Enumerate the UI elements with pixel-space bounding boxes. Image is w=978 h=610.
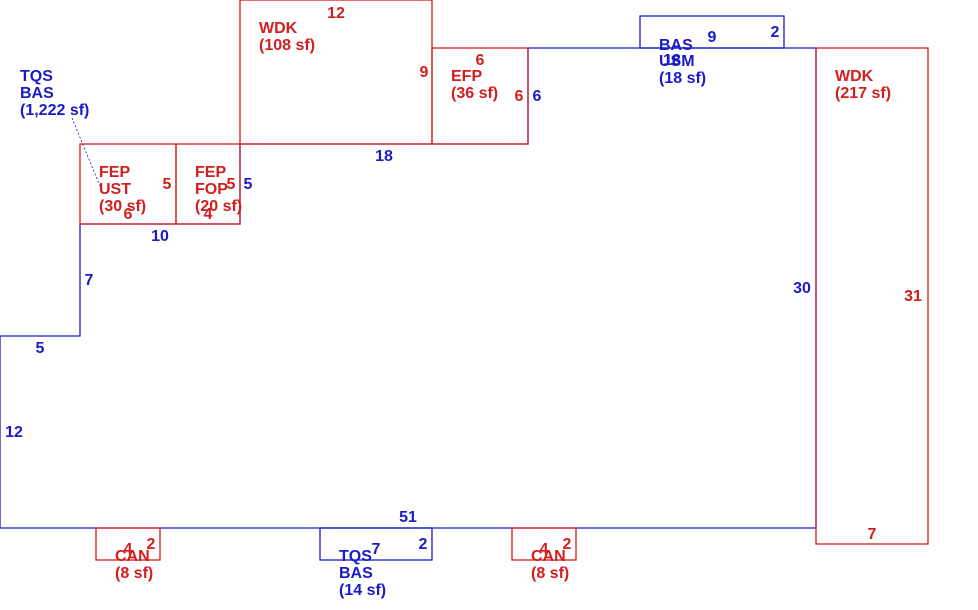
area-label-main-tqs: TQS BAS (1,222 sf) <box>20 68 89 119</box>
area-sub: BAS <box>339 565 373 582</box>
dim-main-12: 12 <box>5 424 23 441</box>
can-left-outline <box>95 527 161 561</box>
dim-bas-height: 2 <box>771 24 780 41</box>
dim-can-left-height: 2 <box>147 536 156 553</box>
area-label-efp: EFP (36 sf) <box>451 68 498 102</box>
dim-main-5b: 5 <box>36 340 45 357</box>
dim-bas-width: 9 <box>708 29 717 46</box>
area-size: (14 sf) <box>339 582 386 599</box>
dim-can-right-height: 2 <box>563 536 572 553</box>
dim-can-right-width: 4 <box>540 541 549 558</box>
area-size: (30 sf) <box>99 198 146 215</box>
area-code: TQS <box>339 548 372 565</box>
area-code: WDK <box>259 20 298 37</box>
area-label-can-right: CAN (8 sf) <box>531 548 569 582</box>
dim-wdk-right-width: 7 <box>868 526 877 543</box>
dim-wdk-top-width: 12 <box>327 5 345 22</box>
dim-fep-right-height: 5 <box>227 176 236 193</box>
dim-tqs-bottom-width: 7 <box>372 541 381 558</box>
dim-main-10: 10 <box>151 228 169 245</box>
dim-tqs-bottom-height: 2 <box>419 536 428 553</box>
area-label-fep-right: FEP FOP (20 sf) <box>195 164 242 215</box>
dim-can-left-width: 4 <box>124 541 133 558</box>
area-sub: BAS <box>20 85 54 102</box>
area-sub: UST <box>99 181 131 198</box>
wdk-right-outline <box>815 47 929 545</box>
dim-efp-height: 6 <box>515 88 524 105</box>
dim-main-51: 51 <box>399 509 417 526</box>
area-label-tqs-bottom: TQS BAS (14 sf) <box>339 548 386 599</box>
dimension-labels: 12 9 18 6 6 6 9 2 18 30 31 7 5 6 5 4 5 1… <box>5 5 922 558</box>
area-code: EFP <box>451 68 482 85</box>
dim-wdk-top-height: 9 <box>420 64 429 81</box>
area-label-wdk-right: WDK (217 sf) <box>835 68 891 102</box>
fep-right-outline <box>175 143 241 225</box>
dim-fep-left-width: 6 <box>124 206 133 223</box>
main-building-outline <box>0 47 817 529</box>
tqs-bottom-outline <box>319 527 433 561</box>
dim-efp-width: 6 <box>476 52 485 69</box>
area-code: TQS <box>20 68 53 85</box>
area-code: FEP <box>99 164 130 181</box>
dim-main-30: 30 <box>793 280 811 297</box>
dim-main-18: 18 <box>375 148 393 165</box>
tqs-leader-line <box>71 117 101 187</box>
area-sub: USM <box>659 53 695 70</box>
area-size: (20 sf) <box>195 198 242 215</box>
area-code: FEP <box>195 164 226 181</box>
dim-main-7: 7 <box>85 272 94 289</box>
area-size: (18 sf) <box>659 70 706 87</box>
area-code: CAN <box>531 548 566 565</box>
area-label-fep-left: FEP UST (30 sf) <box>99 164 146 215</box>
area-label-bas-top: BAS USM (18 sf) <box>659 37 706 87</box>
area-label-can-left: CAN (8 sf) <box>115 548 153 582</box>
can-right-outline <box>511 527 577 561</box>
dim-bas-overlap: 18 <box>663 52 681 69</box>
efp-outline <box>431 47 529 145</box>
area-size: (36 sf) <box>451 85 498 102</box>
dim-fep-right-width: 4 <box>204 206 213 223</box>
area-code: BAS <box>659 37 693 54</box>
dim-main-5a: 5 <box>244 176 253 193</box>
area-size: (8 sf) <box>115 565 153 582</box>
area-code: CAN <box>115 548 150 565</box>
dim-main-6: 6 <box>533 88 542 105</box>
area-size: (217 sf) <box>835 85 891 102</box>
area-size: (108 sf) <box>259 37 315 54</box>
area-label-wdk-top: WDK (108 sf) <box>259 20 315 54</box>
area-sub: FOP <box>195 181 228 198</box>
area-size: (1,222 sf) <box>20 102 89 119</box>
area-code: WDK <box>835 68 874 85</box>
dim-fep-left-height: 5 <box>163 176 172 193</box>
bas-top-outline <box>639 15 785 49</box>
dim-wdk-right-height: 31 <box>904 288 922 305</box>
area-size: (8 sf) <box>531 565 569 582</box>
